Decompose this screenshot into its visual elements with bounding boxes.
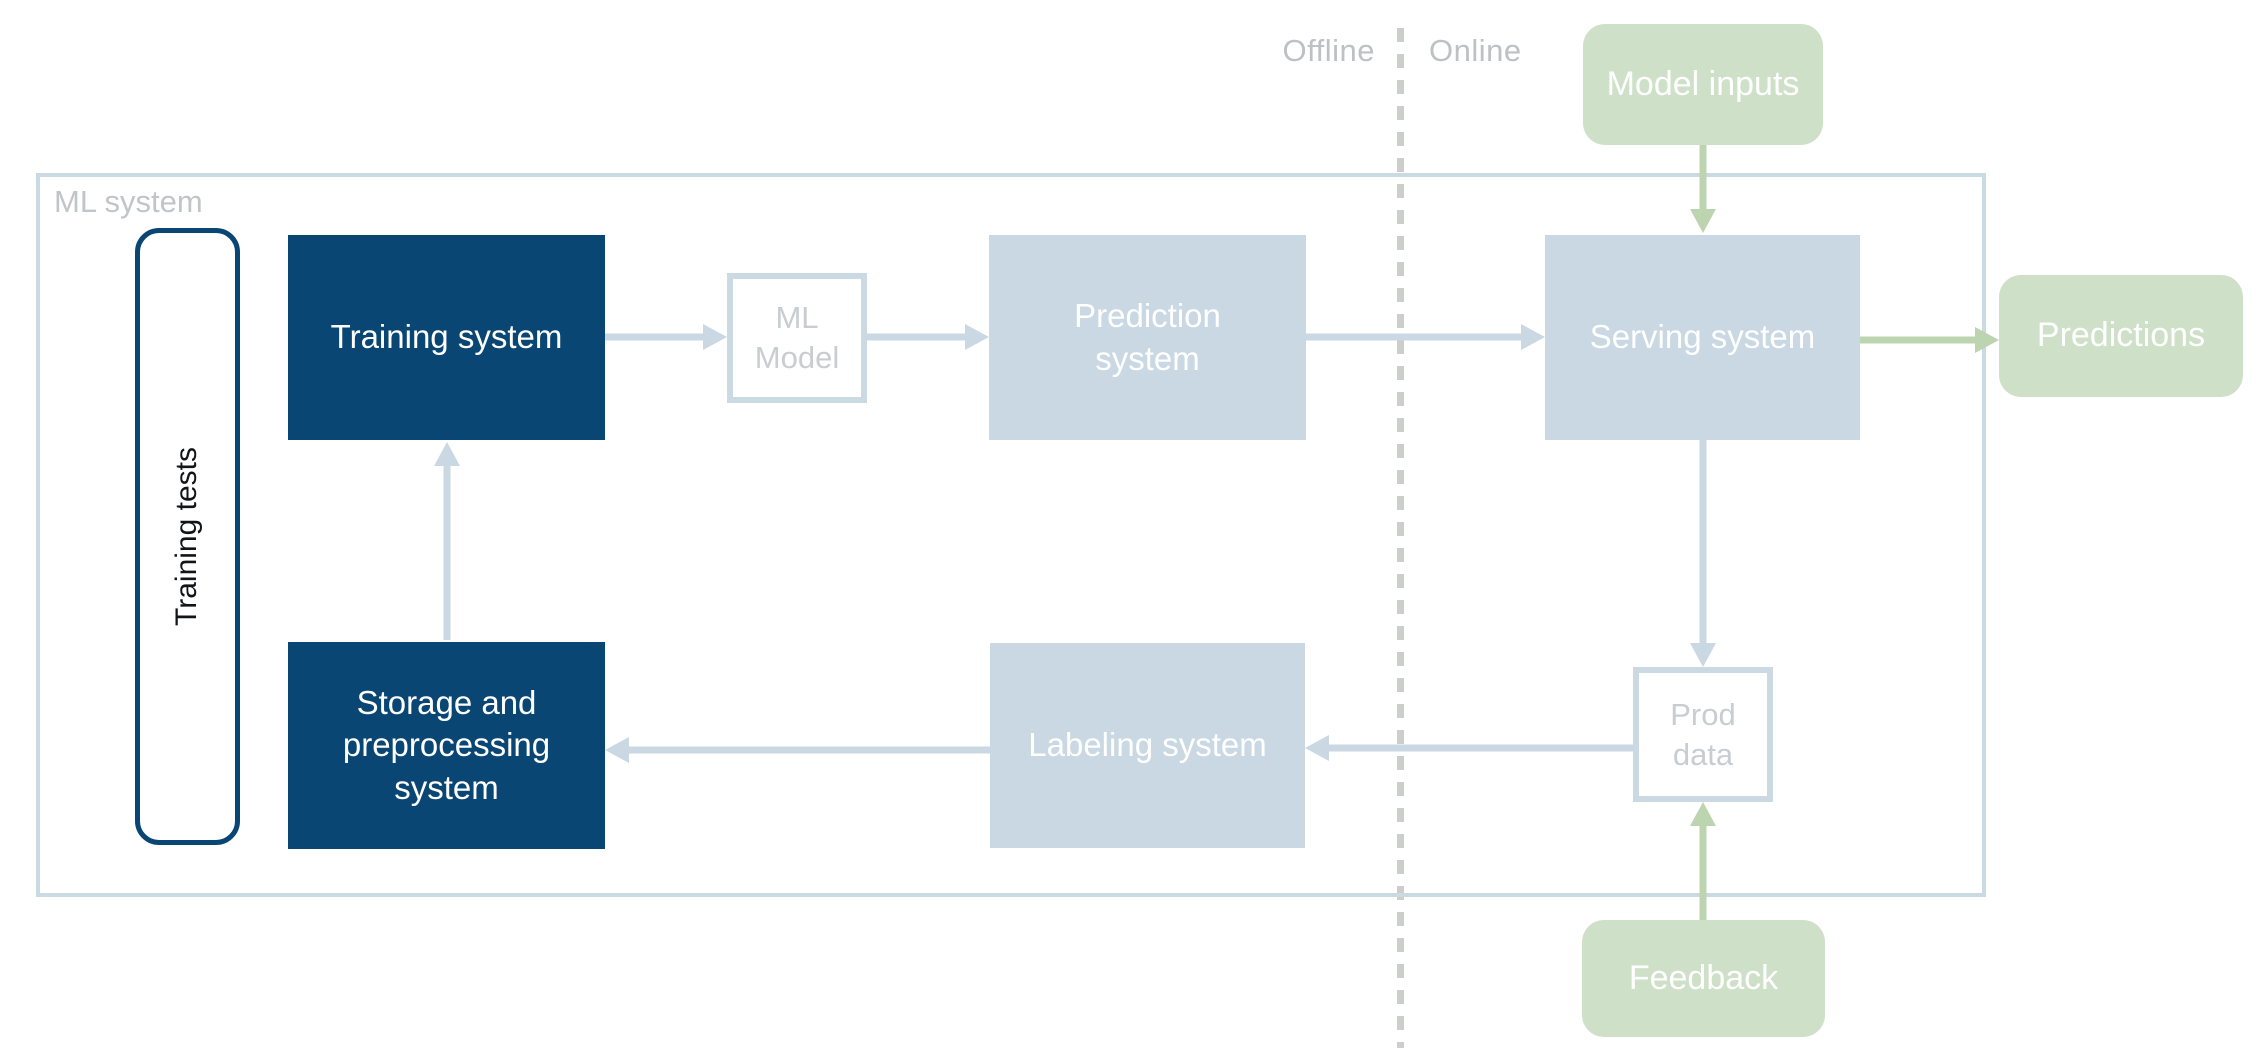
node-serving-system: Serving system bbox=[1545, 235, 1860, 440]
node-prediction-system: Prediction system bbox=[989, 235, 1306, 440]
ml-system-label: ML system bbox=[54, 184, 203, 219]
node-predictions: Predictions bbox=[1999, 275, 2243, 397]
model-inputs-label: Model inputs bbox=[1606, 64, 1800, 103]
storage-preprocessing-label: Storage and preprocessing system bbox=[342, 684, 551, 806]
zone-label-offline: Offline bbox=[1282, 33, 1375, 68]
zone-label-online: Online bbox=[1429, 33, 1522, 68]
node-storage-preprocessing-system: Storage and preprocessing system bbox=[288, 642, 605, 849]
prod-data-label: Prod data bbox=[1670, 696, 1736, 772]
feedback-label: Feedback bbox=[1628, 958, 1779, 997]
node-feedback: Feedback bbox=[1582, 920, 1825, 1037]
labeling-system-label: Labeling system bbox=[1028, 726, 1267, 764]
node-training-system: Training system bbox=[288, 235, 605, 440]
node-prod-data: Prod data bbox=[1633, 667, 1773, 802]
node-labeling-system: Labeling system bbox=[990, 643, 1305, 848]
node-training-tests: Training tests bbox=[135, 228, 240, 845]
ml-system-boundary bbox=[36, 173, 1986, 897]
training-tests-label: Training tests bbox=[170, 447, 204, 626]
node-ml-model: ML Model bbox=[727, 273, 867, 403]
prediction-system-label: Prediction system bbox=[1074, 297, 1221, 377]
offline-online-divider bbox=[1397, 28, 1404, 1048]
ml-model-label: ML Model bbox=[754, 300, 840, 375]
node-model-inputs: Model inputs bbox=[1583, 24, 1823, 145]
serving-system-label: Serving system bbox=[1589, 318, 1816, 356]
predictions-label: Predictions bbox=[2036, 316, 2206, 355]
training-system-label: Training system bbox=[330, 318, 563, 356]
